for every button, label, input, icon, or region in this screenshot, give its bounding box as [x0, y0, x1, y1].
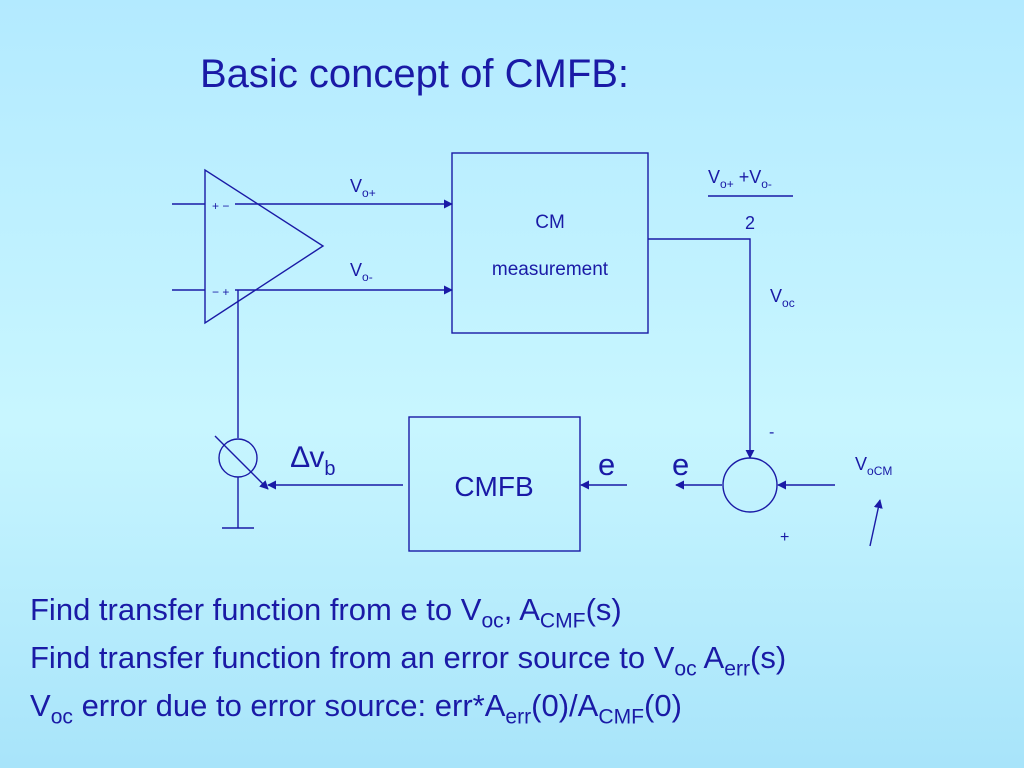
amp-top-input-signs: + − [212, 199, 229, 213]
summer-plus-sign: + [780, 529, 789, 546]
formula-numerator: Vo+ +Vo- [708, 167, 772, 191]
summing-junction [722, 457, 778, 513]
voc-wire [648, 238, 755, 459]
cmfb-block-label: CMFB [454, 471, 533, 502]
voc-label: Voc [770, 286, 795, 310]
current-source [218, 438, 258, 478]
cmfb-block [408, 416, 581, 552]
error-label-right: e [672, 447, 689, 482]
cm-measurement-block [451, 152, 649, 334]
note-line-1: Find transfer function from e to Voc, AC… [30, 592, 622, 633]
note-line-2: Find transfer function from an error sou… [30, 640, 787, 681]
summer-minus-sign: - [769, 424, 774, 441]
amp-bottom-input-signs: − + [212, 285, 229, 299]
op-amp-triangle [204, 168, 325, 325]
vocm-label: VoCM [855, 454, 892, 478]
vo-plus-label: Vo+ [350, 176, 376, 200]
delta-vb-label: ∆vb [291, 441, 335, 480]
cm-block-label-line1: CM [535, 212, 565, 233]
page-title: Basic concept of CMFB: [200, 52, 630, 96]
error-label-left: e [598, 447, 615, 482]
formula-denominator: 2 [745, 213, 755, 233]
vocm-source-arrow [869, 499, 883, 547]
vo-minus-label: Vo- [350, 260, 373, 284]
cm-block-label-line2: measurement [492, 259, 609, 280]
current-source-diagonal [214, 435, 269, 490]
note-line-3: Voc error due to error source: err*Aerr(… [30, 688, 682, 729]
notes-block: Find transfer function from e to Voc, AC… [30, 586, 786, 730]
